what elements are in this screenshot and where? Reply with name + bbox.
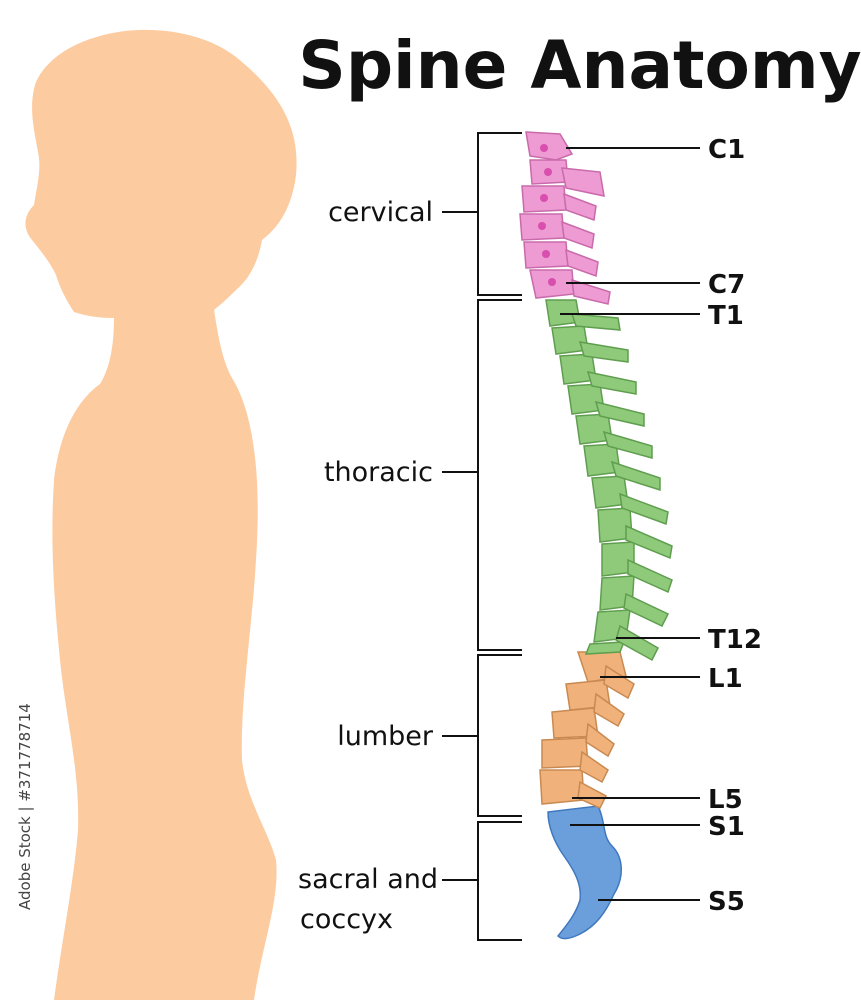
sacrum-coccyx — [547, 805, 622, 940]
region-label-thoracic: thoracic — [324, 457, 433, 488]
cervical-vertebrae — [519, 131, 611, 305]
watermark-text: Adobe Stock | #371778714 — [16, 703, 34, 910]
vertebra-label-t1: T1 — [708, 301, 744, 331]
region-label-sacral-line1: sacral and — [298, 864, 438, 895]
vertebra-label-s5: S5 — [708, 887, 745, 917]
body-silhouette — [25, 29, 297, 1000]
vertebra-label-t12: T12 — [708, 625, 762, 655]
thoracic-vertebrae — [545, 299, 673, 662]
bracket-thoracic — [477, 299, 522, 651]
vertebra-label-c1: C1 — [708, 135, 745, 165]
page-title: Spine Anatomy — [298, 27, 861, 104]
lumbar-vertebrae — [539, 651, 635, 809]
region-label-lumber: lumber — [337, 721, 434, 752]
vertebra-label-s1: S1 — [708, 812, 745, 842]
bracket-lumbar — [477, 654, 522, 817]
vertebra-label-l5: L5 — [708, 785, 743, 815]
vertebra-label-l1: L1 — [708, 664, 743, 694]
bracket-sacral — [477, 821, 522, 941]
bracket-cervical — [477, 132, 522, 296]
region-label-sacral-line2: coccyx — [300, 904, 393, 935]
region-brackets — [442, 132, 522, 941]
vertebra-leaders — [560, 147, 700, 901]
vertebra-label-c7: C7 — [708, 270, 745, 300]
region-label-cervical: cervical — [328, 197, 433, 228]
